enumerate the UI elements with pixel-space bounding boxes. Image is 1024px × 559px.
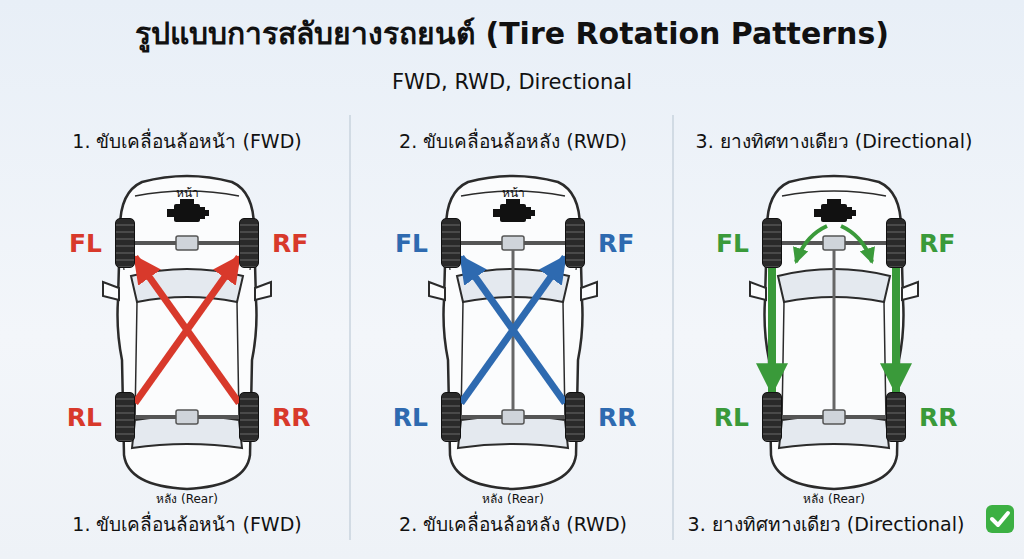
- panel-heading: 3. ยางทิศทางเดียว (Directional): [696, 126, 973, 156]
- tire: RR: [239, 392, 259, 442]
- wheel-label: RR: [598, 403, 637, 432]
- rotation-arrow: [768, 268, 776, 392]
- panel-caption: 1. ขับเคลื่อนล้อหน้า (FWD): [72, 509, 301, 539]
- tire: RL: [115, 392, 135, 442]
- wheel-label: RF: [598, 229, 634, 258]
- rotation-arrow: [135, 257, 239, 403]
- rotation-arrow: [461, 257, 565, 403]
- wheel-label: RR: [272, 403, 311, 432]
- panel-caption: 2. ขับเคลื่อนล้อหลัง (RWD): [399, 509, 627, 539]
- tire: RL: [441, 392, 461, 442]
- wheel-label: RL: [714, 403, 749, 432]
- front-label: หน้า: [176, 183, 199, 202]
- wheel-label: RL: [67, 403, 102, 432]
- subtitle: FWD, RWD, Directional: [392, 70, 632, 94]
- tire: FL: [441, 218, 461, 268]
- tire: FL: [115, 218, 135, 268]
- front-label: หน้า: [502, 183, 525, 202]
- tire: RR: [565, 392, 585, 442]
- panel-heading: 2. ขับเคลื่อนล้อหลัง (RWD): [399, 126, 627, 156]
- wheel-label: FL: [69, 229, 102, 258]
- rear-label: หลัง (Rear): [803, 489, 865, 508]
- wheel-label: FL: [716, 229, 749, 258]
- tire: RR: [886, 392, 906, 442]
- tire: RL: [762, 392, 782, 442]
- rear-label: หลัง (Rear): [482, 489, 544, 508]
- rear-label: หลัง (Rear): [156, 489, 218, 508]
- tire: RF: [886, 218, 906, 268]
- wheel-label: RL: [393, 403, 428, 432]
- wheel-label: RF: [919, 229, 955, 258]
- wheel-label: RR: [919, 403, 958, 432]
- rotation-arrow: [461, 257, 565, 403]
- panel-caption: 3. ยางทิศทางเดียว (Directional): [688, 509, 965, 539]
- tire: RF: [239, 218, 259, 268]
- tire: FL: [762, 218, 782, 268]
- wheel-label: FL: [395, 229, 428, 258]
- rotation-arrow: [135, 257, 239, 403]
- title: รูปแบบการสลับยางรถยนต์ (Tire Rotation Pa…: [135, 10, 889, 57]
- rotation-arrow: [892, 268, 900, 392]
- wheel-label: RF: [272, 229, 308, 258]
- tire: RF: [565, 218, 585, 268]
- panel-heading: 1. ขับเคลื่อนล้อหน้า (FWD): [72, 126, 301, 156]
